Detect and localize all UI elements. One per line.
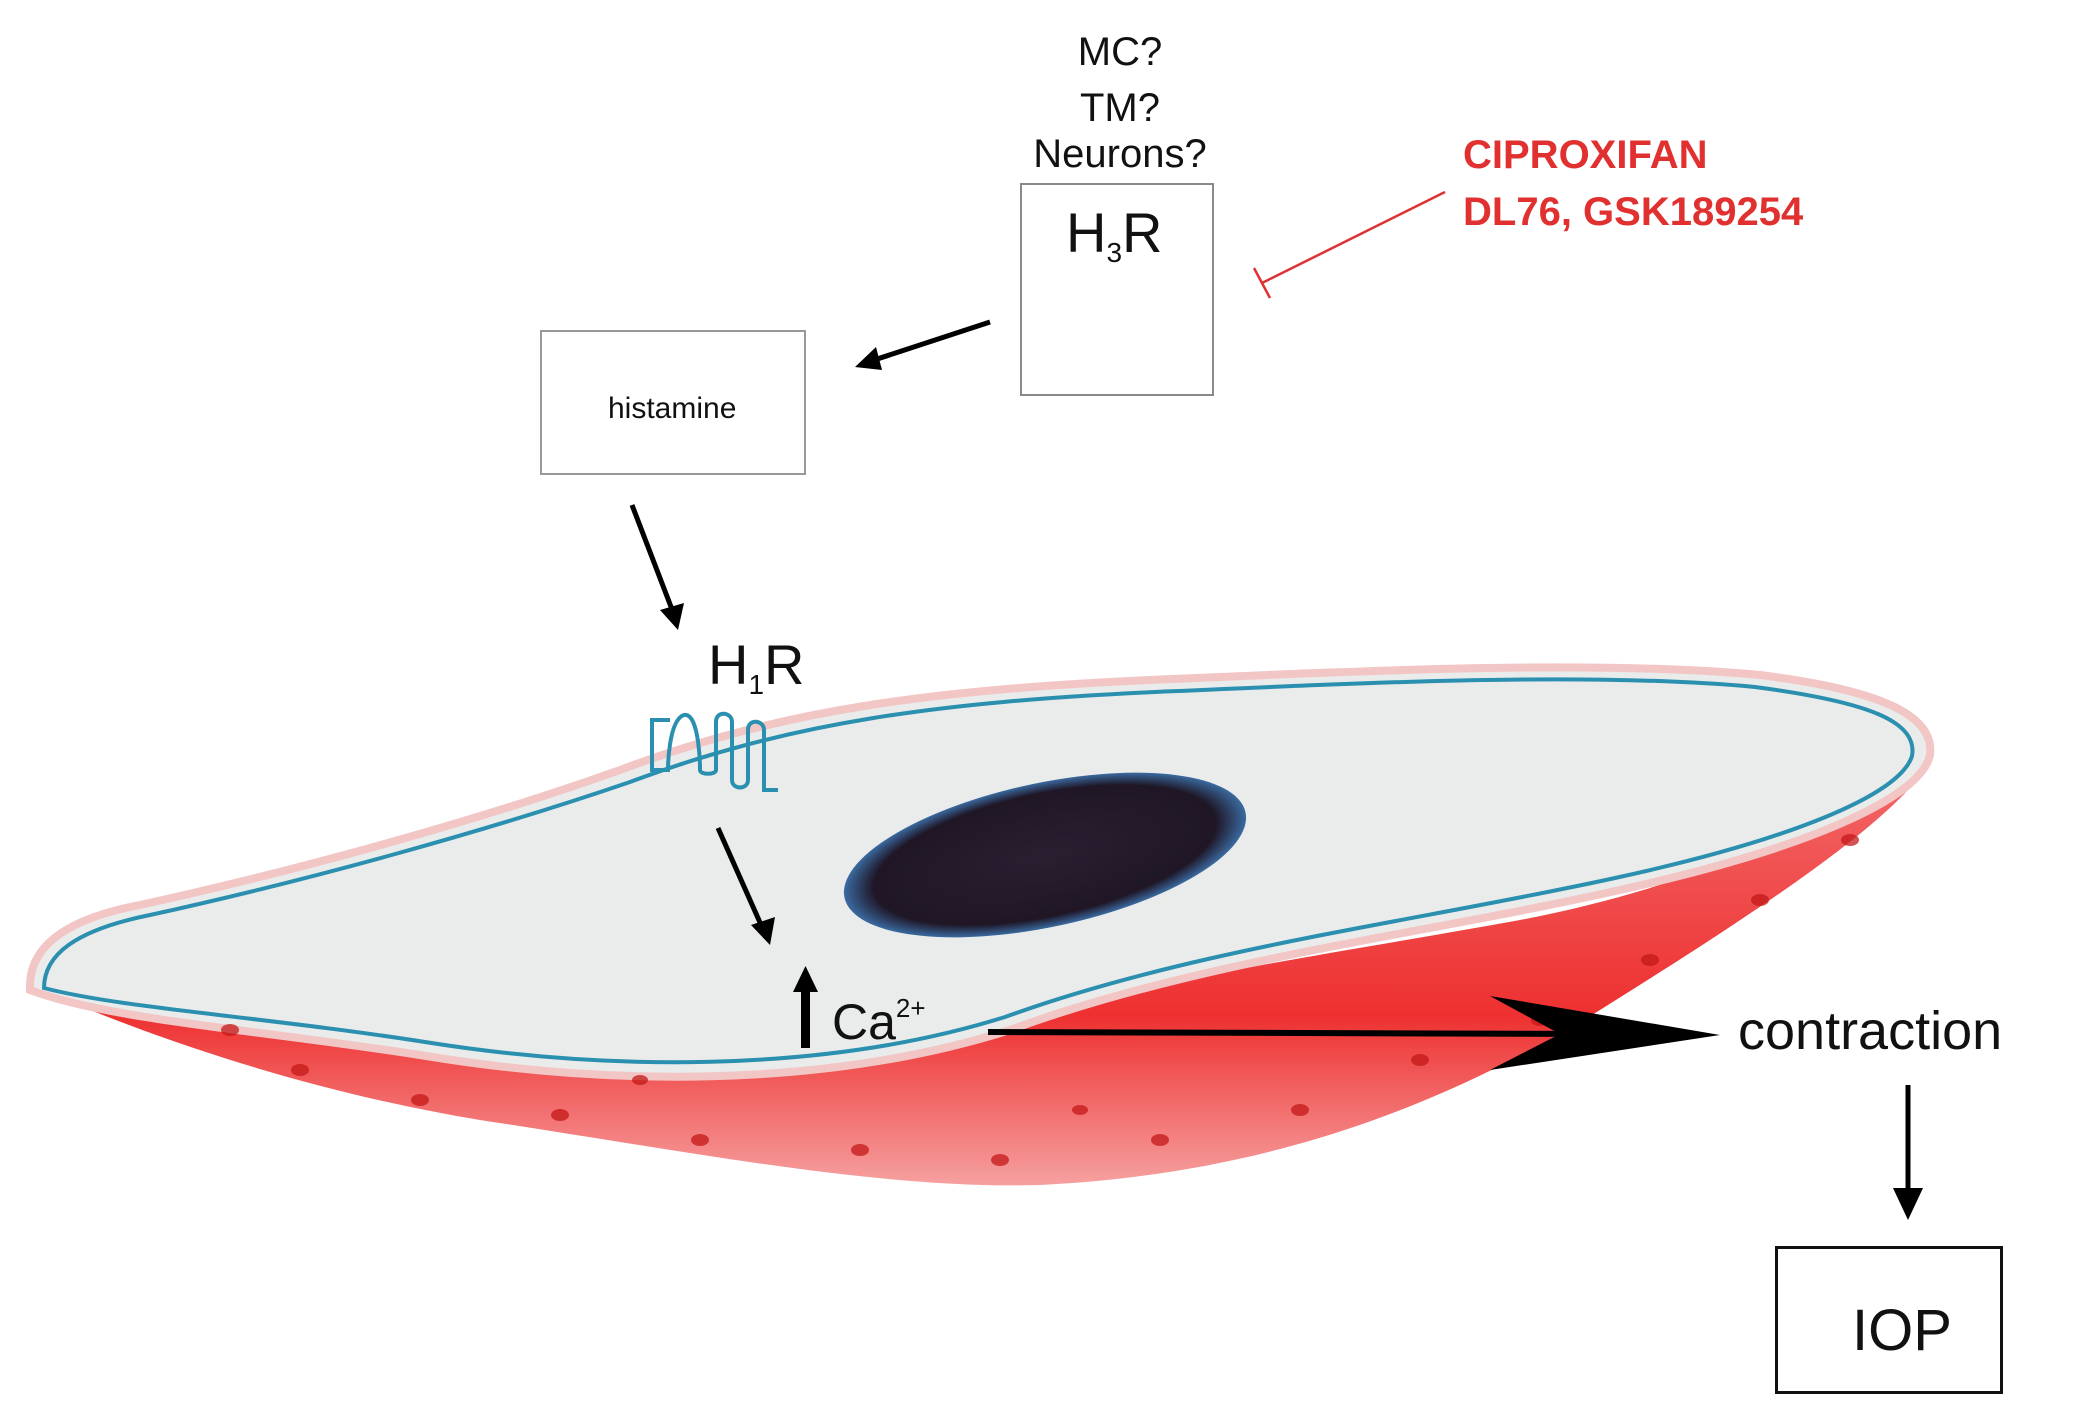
drug-label-dl76-gsk: DL76, GSK189254: [1463, 190, 1804, 234]
arrow-histamine-to-h1r: [629, 504, 676, 613]
arrow-h1r-to-calcium: [715, 826, 765, 929]
calcium-label: Ca2+: [832, 993, 926, 1050]
inhibition-bar: [1252, 267, 1272, 299]
iop-box: [1775, 1246, 2003, 1394]
question-neurons: Neurons?: [1033, 132, 1207, 176]
h1r-receptor-icon: [650, 711, 778, 792]
contraction-label: contraction: [1738, 1001, 2003, 1061]
h1r-label: H1R: [708, 633, 805, 700]
cell-underside: [30, 760, 1925, 1186]
question-mc: MC?: [1077, 30, 1163, 74]
underside-dots: [221, 834, 1859, 1166]
inhibition-line: [1261, 190, 1446, 285]
arrow-calcium-to-contraction: [987, 1029, 1601, 1037]
histamine-label: histamine: [608, 392, 737, 425]
drug-label-ciproxifan: CIPROXIFAN: [1463, 133, 1708, 177]
histamine-box: [540, 330, 806, 475]
question-tm: TM?: [1080, 86, 1160, 130]
up-arrow-calcium: [793, 966, 818, 1048]
h3r-box: [1020, 183, 1214, 396]
iop-label: IOP: [1852, 1298, 1952, 1363]
h3r-label: H3R: [1066, 201, 1163, 268]
nucleus: [843, 772, 1247, 938]
arrow-h3r-to-histamine: [861, 319, 991, 367]
cell-membrane: [41, 677, 1915, 1065]
